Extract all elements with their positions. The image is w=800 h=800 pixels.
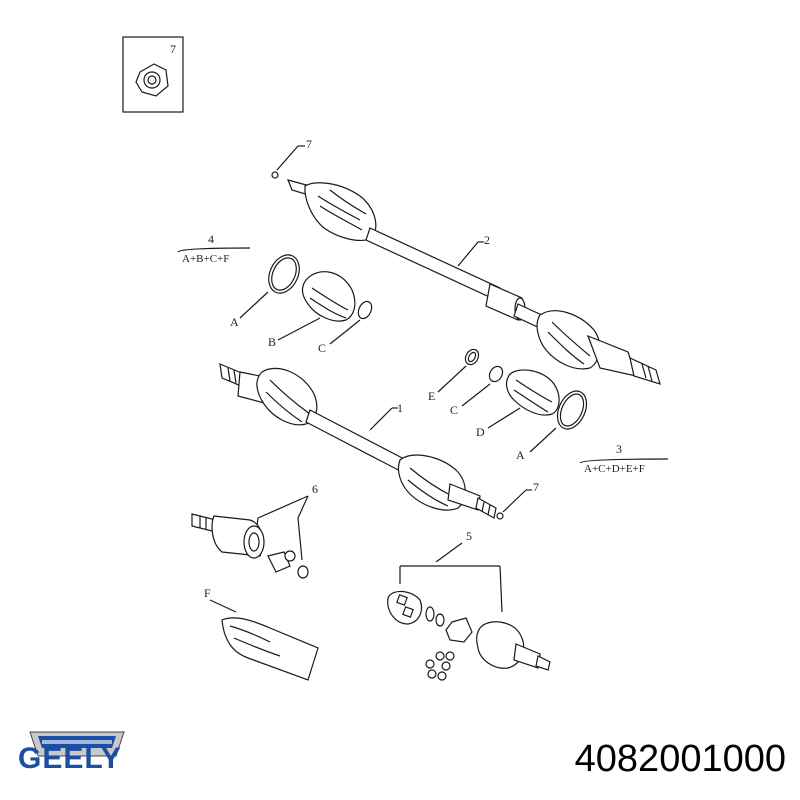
shaft-1-callout: 1: [397, 401, 403, 415]
clamp-ring-a-right: [556, 390, 588, 430]
nut-mid-callout: 7: [533, 480, 539, 494]
kit-3-contents: A+C+D+E+F: [584, 463, 645, 475]
f-label-callout: F: [204, 586, 211, 600]
kit-6-callout: 6: [312, 482, 318, 496]
c-right-callout: C: [450, 403, 458, 417]
kit-5-callout: 5: [466, 529, 472, 543]
nut-detail-box: 7: [122, 36, 184, 113]
kit-4-contents: A+B+C+F: [182, 253, 229, 265]
clip-c-right: [488, 365, 504, 383]
brand-name: GEELY: [18, 742, 122, 775]
nut-top-callout: 7: [306, 137, 312, 151]
clip-c-left: [357, 300, 373, 320]
a-left-callout: A: [230, 315, 239, 329]
shaft-2-callout: 2: [484, 233, 490, 247]
kit-6-group: 6: [191, 482, 318, 579]
upper-drive-shaft: 7 2: [271, 137, 661, 385]
clamp-ring-a-left: [268, 254, 300, 294]
c-left-callout: C: [318, 341, 326, 355]
grease-packet-f: F: [204, 586, 319, 681]
a-right-callout: A: [516, 448, 525, 462]
lower-drive-shaft: 1 7: [219, 363, 539, 520]
boot-d-right: [505, 369, 560, 416]
geely-emblem-icon: [29, 731, 125, 757]
kit-3-callout: 3: [616, 442, 622, 456]
kit-3-group: E C D A 3 A+C+D+E+F: [428, 348, 669, 475]
e-right-callout: E: [428, 389, 435, 403]
nut-box-callout: 7: [170, 42, 176, 56]
kit-5-group: 5: [387, 529, 551, 681]
b-left-callout: B: [268, 335, 276, 349]
d-right-callout: D: [476, 425, 485, 439]
part-number: 4082001000: [574, 738, 786, 780]
clip-e-right: [464, 348, 480, 366]
kit-4-group: 4 A+B+C+F A B C: [177, 232, 373, 355]
boot-b-left: [301, 271, 356, 322]
hex-nut-icon: [135, 63, 169, 97]
kit-4-callout: 4: [208, 232, 214, 246]
